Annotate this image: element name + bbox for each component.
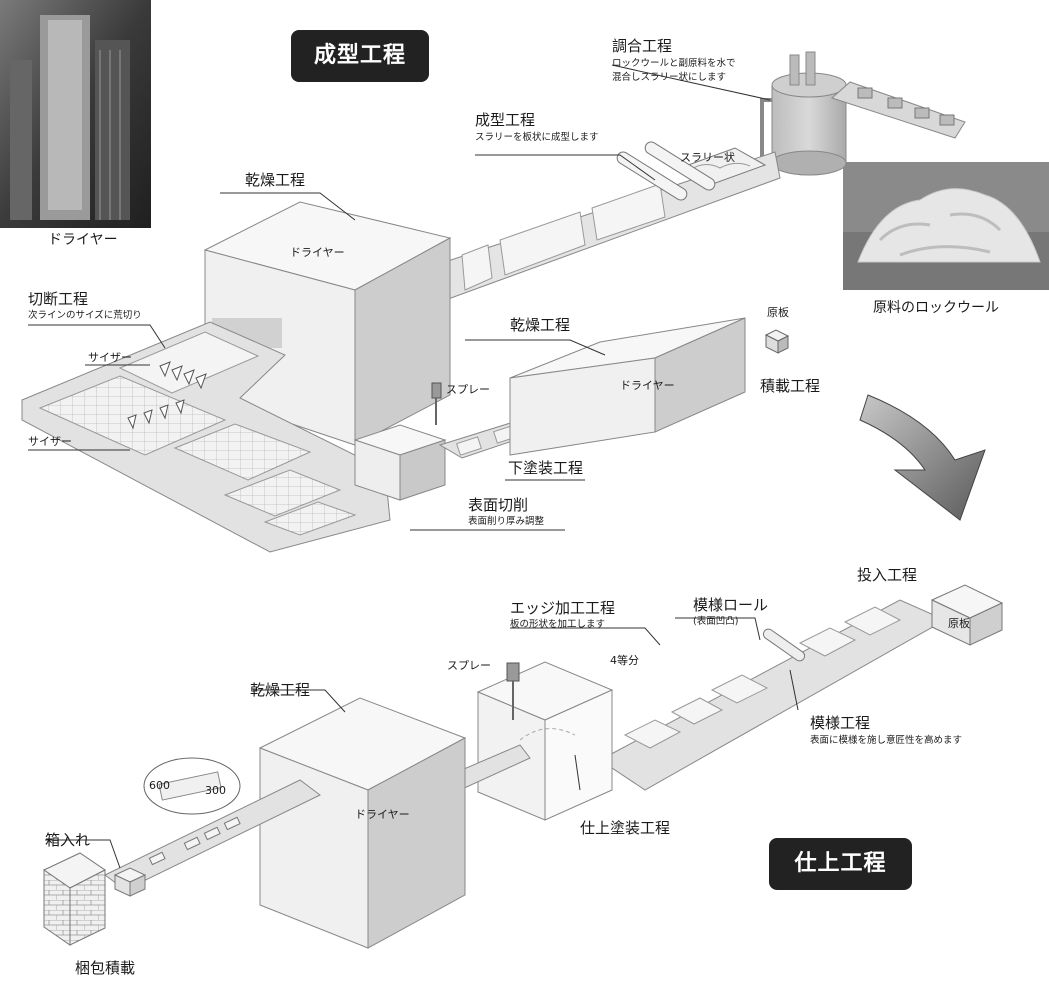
edge-title: エッジ加工工程 xyxy=(510,599,616,617)
drying-1-title: 乾燥工程 xyxy=(245,171,306,189)
forming-rollers xyxy=(616,141,716,201)
cut-panel-top xyxy=(118,331,260,394)
dryer-1-box-label: ドライヤー xyxy=(290,246,345,259)
forming-title: 成型工程 xyxy=(475,111,536,129)
quarter-label: 4等分 xyxy=(610,654,639,667)
dryer-photo xyxy=(0,0,151,228)
sizer-blades-left xyxy=(127,399,185,430)
finish-coat-title: 仕上塗装工程 xyxy=(580,819,671,837)
mixing-desc-1: ロックウールと副原料を水で xyxy=(612,58,736,69)
mixing-title: 調合工程 xyxy=(612,37,673,55)
sizer-top-label: サイザー xyxy=(88,351,132,364)
pattern-title: 模様工程 xyxy=(810,714,871,732)
stacking-title: 積載工程 xyxy=(760,377,821,395)
mixing-desc-2: 混合しスラリー状にします xyxy=(612,72,727,83)
flow-arrow xyxy=(859,394,986,521)
leader-lines xyxy=(28,64,799,869)
undercoat-sprayer xyxy=(431,382,442,425)
lower-plates xyxy=(623,606,902,749)
drying-2-title: 乾燥工程 xyxy=(510,316,571,334)
size-300-label: 300 xyxy=(205,784,226,797)
upper-genban-label: 原板 xyxy=(767,306,789,319)
pattern-desc: 表面に模様を施し意匠性を高めます xyxy=(810,735,963,746)
rockwool-photo-caption: 原料のロックウール xyxy=(873,300,999,316)
cut-grid-tiny xyxy=(263,501,357,536)
belt-plates xyxy=(461,183,666,291)
slurry-label: スラリー状 xyxy=(680,151,735,164)
dryer-3-box-label: ドライヤー xyxy=(355,808,410,821)
cut-grid-mid xyxy=(173,423,312,481)
undercoat-title: 下塗装工程 xyxy=(508,459,584,477)
raw-material-conveyor xyxy=(831,81,966,139)
sizer-left-label: サイザー xyxy=(28,435,72,448)
surface-cutting-machine xyxy=(353,424,447,501)
cut-grid-large xyxy=(38,375,227,456)
edge-desc: 板の形状を加工します xyxy=(510,619,606,630)
cutting-desc: 次ラインのサイズに荒切り xyxy=(28,310,142,321)
finishing-stage-badge: 仕上工程 xyxy=(769,838,912,890)
size-600-label: 600 xyxy=(149,779,170,792)
lower-genban-label: 原板 xyxy=(948,617,970,630)
drying-3-title: 乾燥工程 xyxy=(250,681,311,699)
forming-stage-badge: 成型工程 xyxy=(291,30,429,82)
packing-title: 梱包積載 xyxy=(75,959,136,977)
pattern-roll-desc: (表面凹凸) xyxy=(693,616,739,627)
cut-grid-small xyxy=(223,469,342,517)
sizer-blades-top xyxy=(159,361,207,390)
surface-cut-desc: 表面削り厚み調整 xyxy=(468,516,545,527)
dryer-photo-caption: ドライヤー xyxy=(48,232,118,248)
lower-spray-label: スプレー xyxy=(447,659,491,672)
dryer-3-box xyxy=(258,697,467,949)
dryer-2-box xyxy=(509,317,746,456)
forming-desc: スラリーを板状に成型します xyxy=(475,132,599,143)
boxing-title: 箱入れ xyxy=(45,831,91,849)
lower-belt-right xyxy=(599,599,947,791)
surface-cut-title: 表面切削 xyxy=(468,496,529,514)
pallet-stack xyxy=(43,852,106,946)
finish-spray-booth xyxy=(476,661,614,821)
pattern-roll-title: 模様ロール xyxy=(693,596,769,614)
dryer-2-box-label: ドライヤー xyxy=(620,379,675,392)
upper-spray-label: スプレー xyxy=(446,383,490,396)
input-title: 投入工程 xyxy=(857,566,918,584)
packing-box xyxy=(113,867,147,897)
pattern-roll xyxy=(762,628,806,662)
small-panels xyxy=(148,816,241,866)
input-board-stack xyxy=(930,584,1004,646)
stacked-boards-icon xyxy=(764,329,790,354)
rockwool-photo xyxy=(843,162,1049,290)
cutting-title: 切断工程 xyxy=(28,290,89,308)
